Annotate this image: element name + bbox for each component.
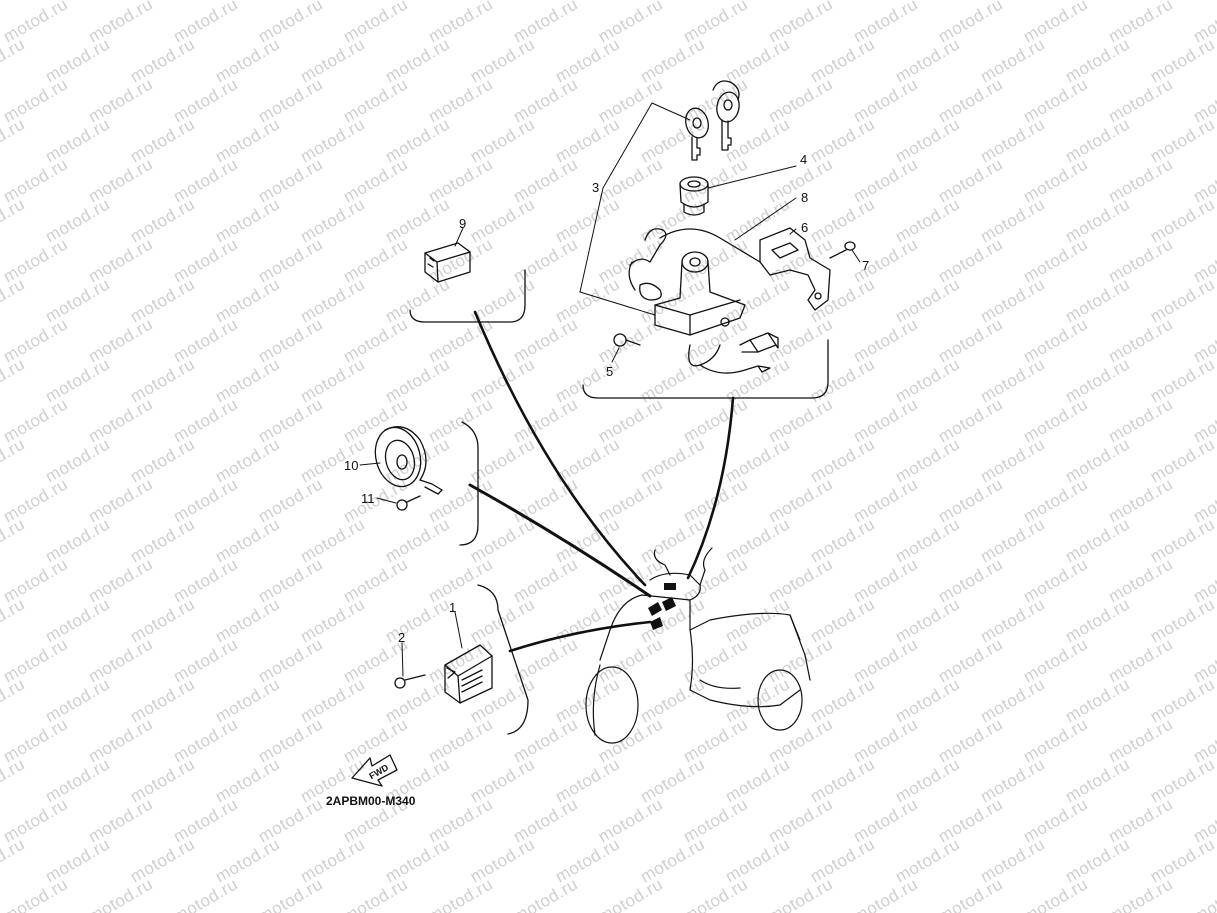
callout-11: 11 — [361, 491, 375, 506]
bracket-part-6 — [759, 227, 831, 311]
diagram-code: 2APBM00-M340 — [326, 794, 416, 808]
callout-6: 6 — [801, 220, 808, 235]
bracket-top-right — [582, 339, 829, 399]
callout-4: 4 — [800, 152, 807, 167]
leader-relay-9 — [473, 310, 647, 587]
relay-part-9 — [424, 242, 471, 283]
callout-9: 9 — [459, 216, 466, 231]
screw-part-7 — [829, 241, 856, 259]
leader-relay-1 — [508, 620, 652, 653]
cable-part-8 — [659, 228, 761, 263]
callout-8: 8 — [801, 190, 808, 205]
bracket-relay — [477, 584, 529, 735]
mount-spot-4 — [650, 617, 663, 630]
bracket-top-left — [409, 269, 526, 323]
scooter-silhouette — [585, 547, 811, 744]
fwd-arrow-icon — [351, 754, 398, 787]
callout-7: 7 — [862, 258, 869, 273]
screw-part-2 — [394, 674, 426, 689]
callout-5: 5 — [606, 364, 613, 379]
callout-10: 10 — [344, 458, 358, 473]
connector — [739, 332, 779, 353]
fwd-label: FWD — [367, 762, 390, 781]
leader-main-switch — [686, 396, 735, 580]
callout-1: 1 — [449, 600, 456, 615]
screw-part-11 — [396, 495, 421, 511]
relay-part-1 — [444, 644, 493, 704]
screw-part-5 — [613, 333, 641, 347]
mount-spot-3 — [662, 597, 676, 611]
callout-3: 3 — [592, 180, 599, 195]
lock-body — [628, 228, 771, 374]
mount-spot-1 — [664, 583, 676, 590]
mount-spot-2 — [648, 602, 662, 616]
callout-2: 2 — [398, 630, 405, 645]
bracket-horn — [459, 421, 479, 546]
leader-horn — [468, 483, 652, 598]
keys-part-3 — [685, 80, 740, 161]
cap-part-4 — [679, 176, 709, 216]
horn-part-10 — [374, 426, 443, 495]
